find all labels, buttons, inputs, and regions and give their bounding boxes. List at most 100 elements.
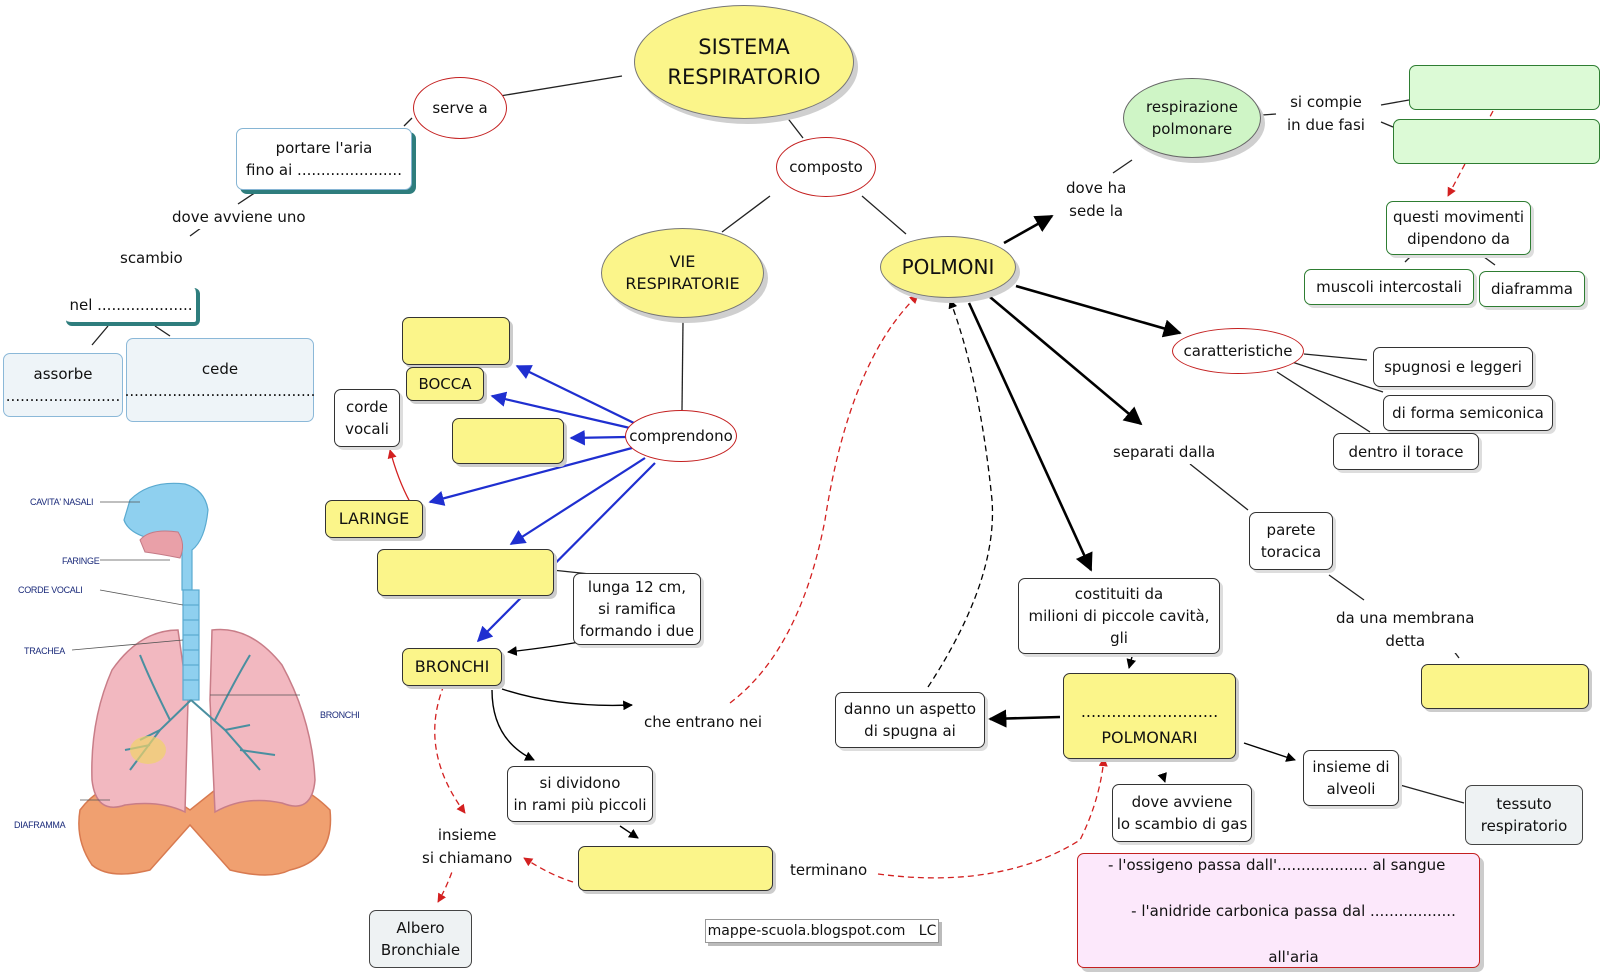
bronchioles-highlight	[130, 736, 166, 764]
albero-bronchiale-node[interactable]: Albero Bronchiale	[369, 910, 472, 968]
label-vocal-cords: CORDE VOCALI	[18, 585, 83, 595]
lunga-text: lunga 12 cm, si ramifica formando i due	[579, 578, 695, 640]
scambio-label: scambio	[118, 247, 185, 270]
footer-text: mappe-scuola.blogspot.com LC	[707, 923, 937, 939]
blank-nose-box[interactable]	[402, 317, 510, 365]
bronchi-node[interactable]: BRONCHI	[402, 648, 502, 686]
polmonari-node[interactable]: ........................... POLMONARI	[1063, 673, 1236, 759]
assorbe-text: assorbe ........................	[5, 365, 121, 405]
assorbe-node[interactable]: assorbe ........................	[3, 353, 123, 417]
gas-exchange-box[interactable]: - l'ossigeno passa dall'................…	[1077, 853, 1480, 968]
muscoli-intercostali-node[interactable]: muscoli intercostali	[1304, 269, 1474, 305]
dove-ha-sede-label: dove ha sede la	[1064, 177, 1129, 223]
label-pharynx: FARINGE	[62, 556, 100, 566]
label-diaphragm: DIAFRAMMA	[14, 820, 66, 830]
bocca-text: BOCCA	[418, 375, 472, 393]
diaframma-node[interactable]: diaframma	[1479, 271, 1585, 307]
spugnosi-text: spugnosi e leggeri	[1384, 358, 1522, 376]
respirazione-polmonare-node[interactable]: respirazione polmonare	[1123, 78, 1261, 158]
parete-text: parete toracica	[1260, 521, 1322, 561]
composto-text: composto	[789, 158, 863, 176]
semiconica-text: di forma semiconica	[1392, 404, 1544, 422]
black-dashed-arrow	[927, 299, 994, 688]
insieme-chiamano-label: insieme si chiamano	[420, 824, 515, 870]
serve-a-text: serve a	[432, 99, 488, 117]
red-solid-arrow	[387, 449, 411, 503]
bronchi-text: BRONCHI	[414, 657, 490, 676]
sistema-text: SISTEMA RESPIRATORIO	[667, 35, 821, 89]
si-compie-label: si compie in due fasi	[1285, 91, 1367, 137]
black-thin-arrows	[491, 637, 1296, 839]
costituiti-text: costituiti da milioni di piccole cavità,…	[1028, 585, 1210, 647]
spugnosi-node[interactable]: spugnosi e leggeri	[1373, 347, 1533, 387]
blank-phase-2-box[interactable]	[1393, 119, 1600, 164]
parete-toracica-node[interactable]: parete toracica	[1249, 512, 1333, 570]
che-entrano-label: che entrano nei	[642, 711, 765, 734]
semiconica-node[interactable]: di forma semiconica	[1383, 395, 1553, 431]
vie-respiratorie-node[interactable]: VIE RESPIRATORIE	[601, 228, 764, 318]
costituiti-node[interactable]: costituiti da milioni di piccole cavità,…	[1018, 578, 1220, 654]
nasal-cavity-shape	[123, 482, 209, 591]
right-lung-shape	[209, 628, 316, 814]
portare-aria-node[interactable]: portare l'aria fino ai .................…	[236, 128, 412, 190]
danno-aspetto-node[interactable]: danno un aspetto di spugna ai	[835, 692, 985, 748]
vie-text: VIE RESPIRATORIE	[625, 252, 740, 293]
caratteristiche-node[interactable]: caratteristiche	[1172, 328, 1304, 374]
blank-bronchioles-box[interactable]	[578, 846, 773, 891]
respiratory-system-illustration	[71, 482, 332, 876]
sistema-respiratorio-node[interactable]: SISTEMA RESPIRATORIO	[634, 5, 854, 119]
albero-text: Albero Bronchiale	[380, 919, 461, 959]
composto-node[interactable]: composto	[776, 137, 876, 197]
corde-vocali-text: corde vocali	[345, 398, 389, 438]
cede-text: cede ...................................…	[124, 360, 316, 400]
nel-text: nel ....................	[69, 296, 193, 314]
torace-text: dentro il torace	[1348, 442, 1464, 461]
dentro-torace-node[interactable]: dentro il torace	[1333, 433, 1479, 470]
footer-credit[interactable]: mappe-scuola.blogspot.com LC	[705, 919, 939, 943]
questi-movimenti-node[interactable]: questi movimenti dipendono da	[1386, 201, 1531, 255]
blank-trachea-box[interactable]	[377, 549, 554, 596]
serve-a-node[interactable]: serve a	[413, 77, 507, 139]
comprendono-node[interactable]: comprendono	[625, 410, 737, 462]
nel-node[interactable]: nel ....................	[66, 288, 200, 326]
corde-vocali-node[interactable]: corde vocali	[334, 389, 400, 447]
dove-scambio-gas-text: dove avviene lo scambio di gas	[1116, 793, 1248, 833]
laringe-node[interactable]: LARINGE	[325, 500, 423, 538]
left-lung-shape	[91, 629, 189, 814]
insieme-alveoli-node[interactable]: insieme di alveoli	[1303, 750, 1399, 806]
lunga-12-node[interactable]: lunga 12 cm, si ramifica formando i due	[573, 573, 701, 645]
respirazione-text: respirazione polmonare	[1146, 98, 1238, 138]
dove-scambio-gas-node[interactable]: dove avviene lo scambio di gas	[1112, 784, 1252, 842]
blank-phase-1-box[interactable]	[1409, 65, 1600, 110]
anidride-text: - l'anidride carbonica passa dal .......…	[1131, 901, 1456, 966]
ossigeno-text: - l'ossigeno passa dall'................…	[1108, 855, 1446, 874]
label-nasal-cavity: CAVITA' NASALI	[30, 497, 94, 507]
red-dashed-arrows	[434, 110, 1494, 903]
polmonari-text: ........................... POLMONARI	[1080, 702, 1219, 747]
si-dividono-node[interactable]: si dividono in rami più piccoli	[507, 766, 653, 822]
diaframma-text: diaframma	[1491, 280, 1573, 298]
blank-pleura-box[interactable]	[1421, 664, 1589, 709]
blank-pharynx-box[interactable]	[452, 418, 564, 464]
tessuto-text: tessuto respiratorio	[1480, 795, 1568, 835]
tessuto-respiratorio-node[interactable]: tessuto respiratorio	[1465, 785, 1583, 845]
insieme-alveoli-text: insieme di alveoli	[1312, 758, 1390, 798]
separati-label: separati dalla	[1111, 441, 1218, 464]
membrana-label: da una membrana detta	[1334, 607, 1477, 653]
danno-text: danno un aspetto di spugna ai	[843, 700, 977, 740]
label-bronchi: BRONCHI	[320, 710, 360, 720]
label-leader-lines	[71, 501, 300, 801]
black-bold-arrows	[967, 214, 1182, 728]
terminano-label: terminano	[788, 859, 870, 882]
laringe-text: LARINGE	[338, 509, 410, 528]
bocca-node[interactable]: BOCCA	[406, 367, 484, 401]
questi-movimenti-text: questi movimenti dipendono da	[1392, 208, 1525, 248]
portare-text: portare l'aria fino ai .................…	[246, 139, 402, 179]
dove-avviene-uno-label: dove avviene uno	[170, 206, 308, 229]
muscoli-text: muscoli intercostali	[1316, 278, 1462, 296]
polmoni-node[interactable]: POLMONI	[880, 236, 1016, 298]
cede-node[interactable]: cede ...................................…	[124, 338, 316, 422]
si-dividono-text: si dividono in rami più piccoli	[513, 774, 647, 814]
polmoni-text: POLMONI	[901, 255, 995, 279]
